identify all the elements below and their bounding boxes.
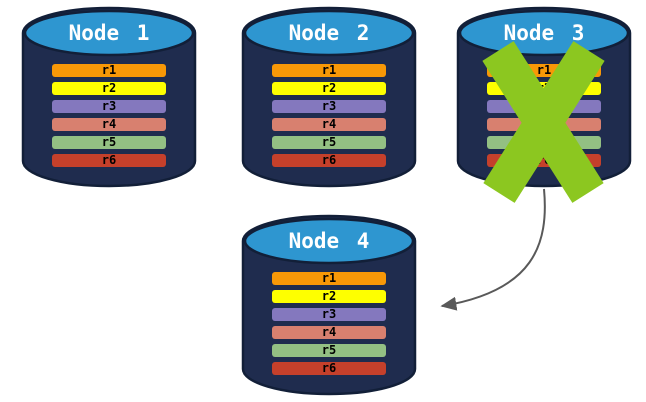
database-node-1: r1 r2 r3 r4 r5 r6 Node 1 <box>21 6 197 188</box>
row-r3: r3 <box>272 308 386 321</box>
row-r6: r6 <box>52 154 166 167</box>
database-node-4: r1 r2 r3 r4 r5 r6 Node 4 <box>241 214 417 396</box>
node-title: Node 4 <box>288 229 370 253</box>
x-mark-icon <box>482 41 605 203</box>
node-rows: r1 r2 r3 r4 r5 r6 <box>241 6 417 188</box>
row-r1: r1 <box>52 64 166 77</box>
row-r5: r5 <box>272 136 386 149</box>
row-r2: r2 <box>52 82 166 95</box>
row-r3: r3 <box>52 100 166 113</box>
row-r4: r4 <box>272 118 386 131</box>
row-r6: r6 <box>272 154 386 167</box>
row-r1: r1 <box>272 64 386 77</box>
row-r6: r6 <box>272 362 386 375</box>
node-rows: r1 r2 r3 r4 r5 r6 <box>21 6 197 188</box>
curved-arrow-icon <box>440 188 546 311</box>
node-title: Node 1 <box>68 21 150 45</box>
row-r5: r5 <box>52 136 166 149</box>
row-r5: r5 <box>272 344 386 357</box>
row-r3: r3 <box>272 100 386 113</box>
node-rows: r1 r2 r3 r4 r5 r6 <box>241 214 417 396</box>
node-title: Node 3 <box>503 21 585 45</box>
row-r2: r2 <box>272 290 386 303</box>
row-r4: r4 <box>52 118 166 131</box>
row-r4: r4 <box>272 326 386 339</box>
row-r1: r1 <box>272 272 386 285</box>
row-r2: r2 <box>272 82 386 95</box>
node-title: Node 2 <box>288 21 370 45</box>
database-node-2: r1 r2 r3 r4 r5 r6 Node 2 <box>241 6 417 188</box>
